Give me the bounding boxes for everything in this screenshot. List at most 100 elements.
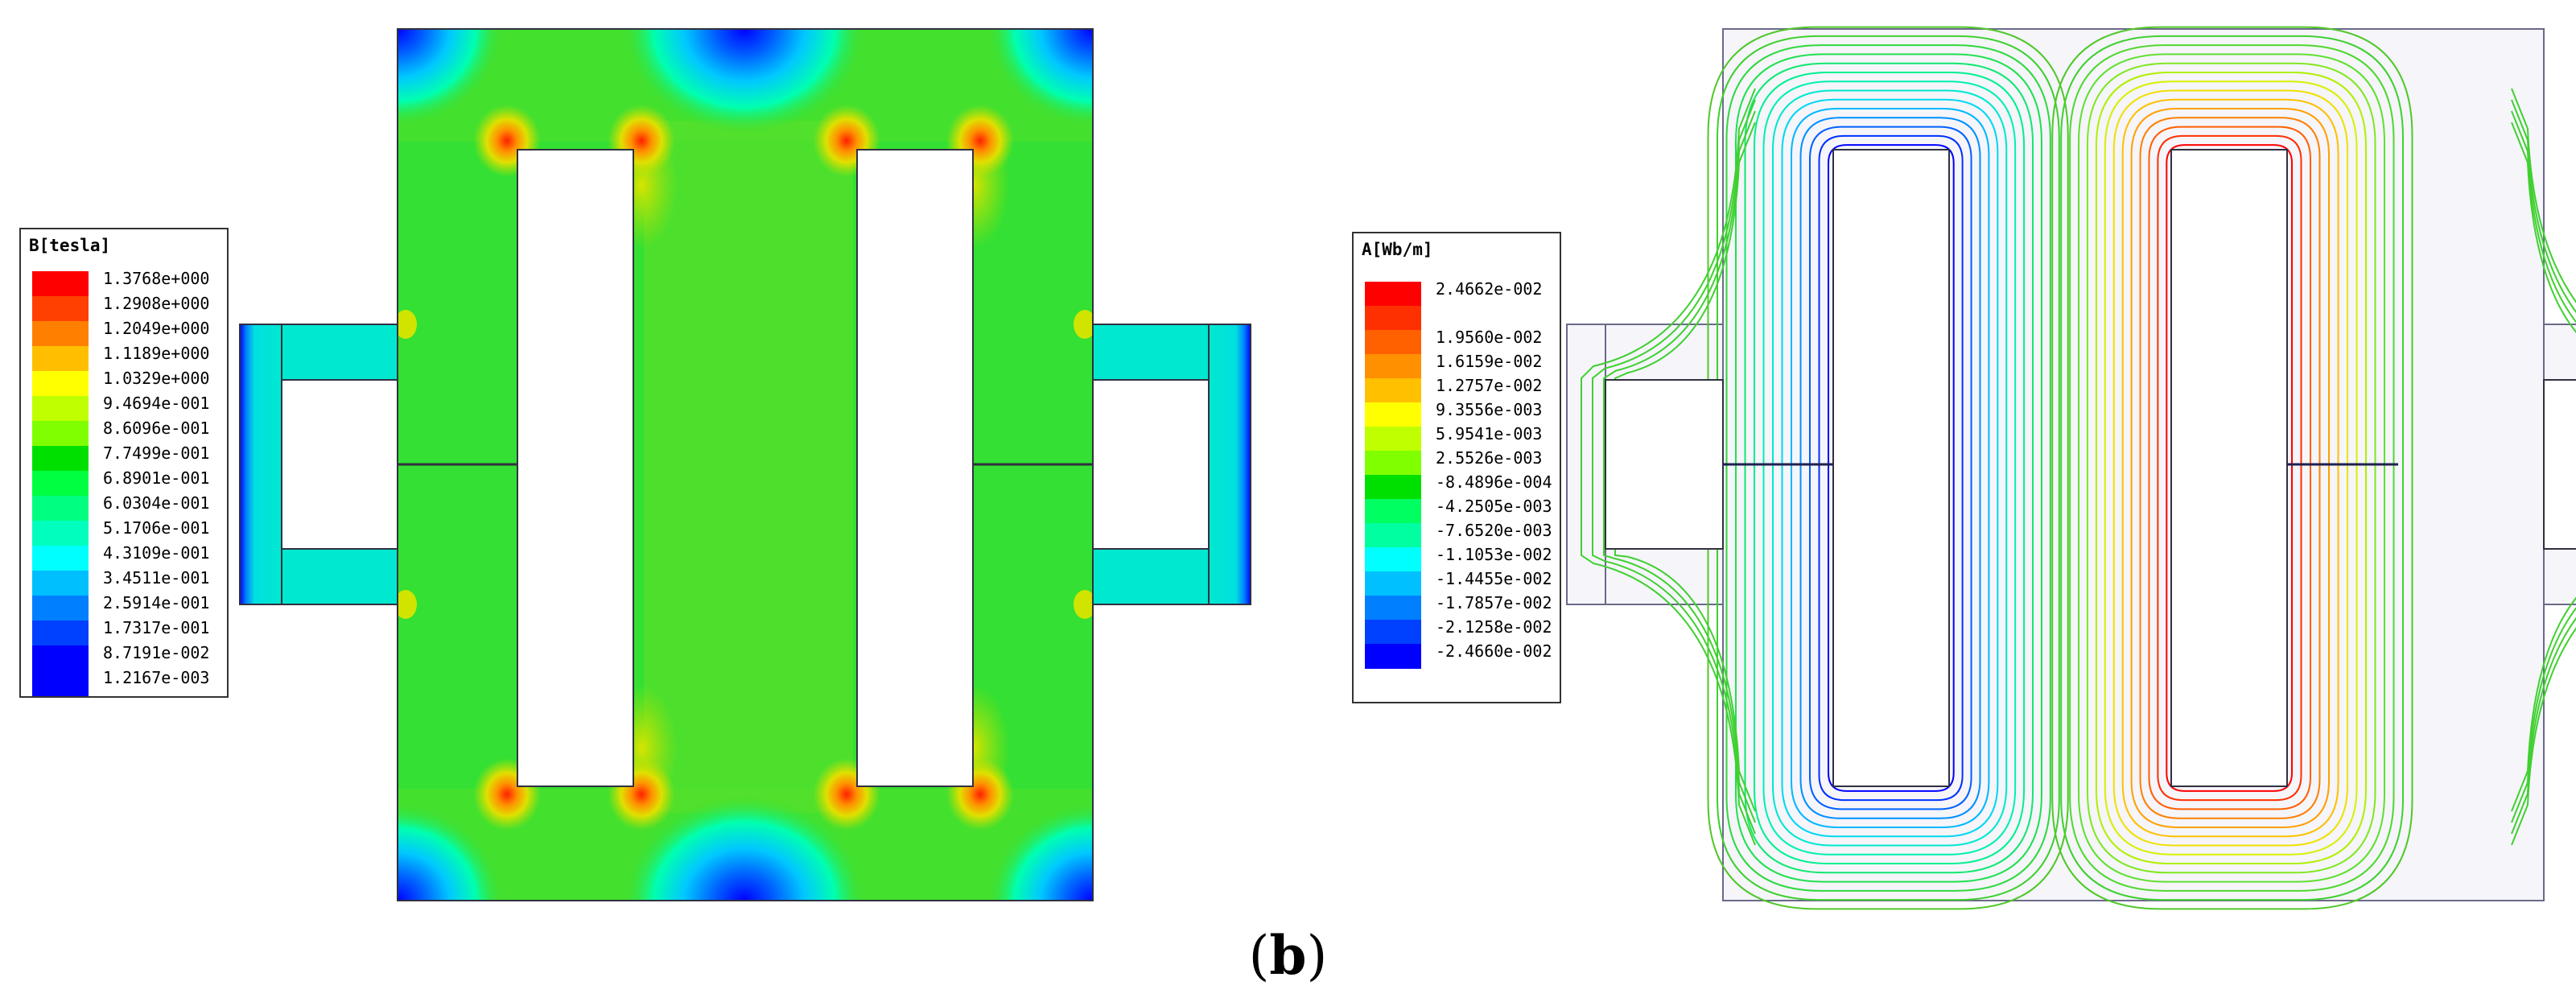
legend-swatch: [32, 271, 89, 297]
legend-label: 1.1189e+000: [103, 344, 210, 363]
right-side-yoke: [1092, 324, 1251, 605]
legend-label: -1.7857e-002: [1436, 593, 1552, 612]
legend-swatch: [32, 670, 89, 696]
flux-line: [1818, 134, 1964, 802]
flux-line: [2051, 26, 2413, 910]
legend-swatch: [32, 371, 89, 397]
legend-swatch: [32, 571, 89, 596]
legend-label: 1.7317e-001: [103, 618, 210, 637]
flux-line: [2511, 110, 2576, 823]
flux-line: [1725, 44, 2051, 892]
legend-label: -4.2505e-003: [1436, 497, 1552, 516]
legend-label: 5.1706e-001: [103, 518, 210, 538]
right-window: [856, 149, 974, 787]
legend-swatch: [1365, 547, 1421, 572]
legend-swatch: [1365, 427, 1421, 452]
legend-label: 2.4662e-002: [1436, 279, 1543, 299]
legend-label: 2.5526e-003: [1436, 448, 1543, 468]
flux-line: [1735, 53, 2042, 883]
legend-label: 7.7499e-001: [103, 443, 210, 463]
legend-label: 1.2167e-003: [103, 668, 210, 687]
flux-line: [2511, 99, 2576, 835]
flux-line: [1603, 110, 1756, 823]
flux-line: [2511, 88, 2576, 846]
legend-label: 8.7191e-002: [103, 643, 210, 662]
legend-label: 5.9541e-003: [1436, 424, 1543, 443]
legend-swatch: [1365, 523, 1421, 548]
flux-line: [1762, 80, 2017, 856]
legend-label: -8.4896e-004: [1436, 472, 1552, 492]
legend-swatch: [32, 496, 89, 522]
legend-label: -1.1053e-002: [1436, 545, 1552, 564]
legend-label: -1.4455e-002: [1436, 569, 1552, 588]
legend-label: 2.5914e-001: [103, 593, 210, 612]
legend-label: 6.8901e-001: [103, 468, 210, 488]
legend-swatch: [1365, 596, 1421, 621]
legend-swatch: [32, 471, 89, 497]
legend-label: -2.4660e-002: [1436, 641, 1552, 661]
flux-line: [2121, 98, 2339, 838]
left-side-yoke: [239, 324, 398, 605]
caption-letter: b: [1269, 924, 1307, 987]
legend-swatch: [32, 296, 89, 322]
flux-line: [1791, 108, 1990, 828]
flux-line: [1772, 89, 2008, 847]
legend-label: 1.0329e+000: [103, 369, 210, 388]
flux-line: [1799, 117, 1981, 819]
flux-line: [1781, 98, 1999, 838]
legend-label: 8.6096e-001: [103, 419, 210, 438]
legend-label: 6.0304e-001: [103, 493, 210, 513]
flux-line: [1828, 144, 1955, 792]
flux-line: [1707, 26, 2069, 910]
flux-line: [1717, 35, 2060, 901]
flux-line: [2086, 62, 2376, 874]
legend-swatch: [1365, 644, 1421, 669]
legend-label: 1.6159e-002: [1436, 352, 1543, 371]
legend-swatch: [1365, 378, 1421, 403]
legend-label: 9.3556e-003: [1436, 400, 1543, 419]
flux-line: [2157, 134, 2302, 802]
flux-line: [2112, 89, 2348, 847]
legend-swatch: [32, 546, 89, 571]
legend-swatch: [32, 396, 89, 422]
legend-swatch: [32, 645, 89, 671]
flux-lines: [1581, 26, 2576, 910]
legend-swatch: [32, 521, 89, 546]
flux-line: [1809, 126, 1972, 810]
legend-label: 4.3109e-001: [103, 543, 210, 563]
legend-swatch: [1365, 282, 1421, 307]
flux-line: [2139, 117, 2321, 819]
legend-swatch: [1365, 499, 1421, 524]
legend-label: 1.3768e+000: [103, 269, 210, 288]
flux-line: [2511, 122, 2576, 812]
legend-label: -2.1258e-002: [1436, 617, 1552, 637]
main-core: [398, 29, 1093, 901]
legend-label: 3.4511e-001: [103, 568, 210, 588]
legend-swatch: [32, 421, 89, 447]
left-window: [517, 149, 634, 787]
flux-line: [1744, 62, 2034, 874]
legend-swatch: [1365, 571, 1421, 596]
legend-label: -7.6520e-003: [1436, 521, 1552, 540]
legend-swatch: [32, 596, 89, 621]
figure-caption: (b): [1248, 924, 1328, 987]
legend-label: 9.4694e-001: [103, 394, 210, 413]
legend-swatch: [32, 446, 89, 472]
flux-line: [2078, 53, 2385, 883]
flux-line: [1592, 99, 1756, 835]
flux-line: [1581, 88, 1756, 846]
flux-line: [2069, 44, 2395, 892]
legend-swatch: [1365, 451, 1421, 476]
flux-line: [2166, 144, 2293, 792]
flux-line: [2104, 80, 2358, 856]
flux-density-plot: [239, 28, 1251, 901]
vector-potential-plot: [1566, 26, 2576, 910]
flux-line: [2148, 126, 2311, 810]
legend-swatch: [1365, 354, 1421, 379]
legend-title: B[tesla]: [29, 236, 111, 255]
legend-label: 1.2049e+000: [103, 319, 210, 338]
legend-swatch: [32, 321, 89, 347]
flux-line: [2095, 71, 2367, 865]
